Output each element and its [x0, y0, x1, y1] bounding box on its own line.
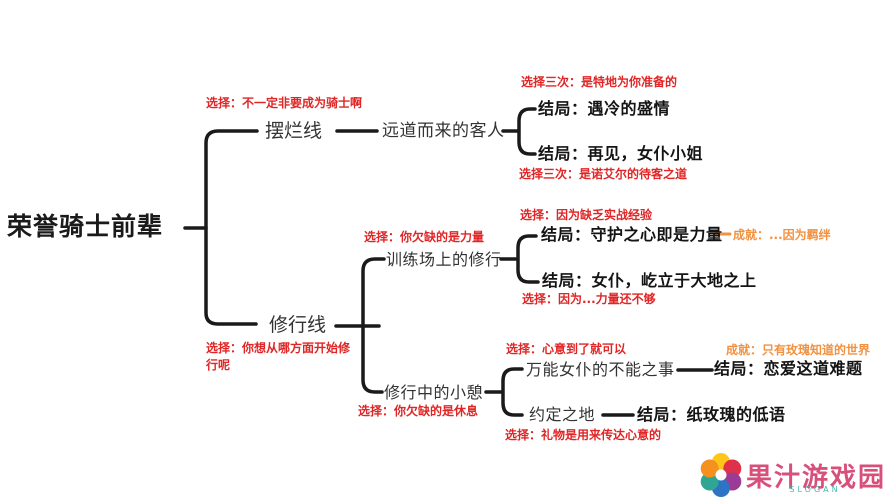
brand-name: 果汁游戏园 — [746, 463, 887, 493]
brand-slogan: SLOGAN — [789, 485, 841, 494]
choice-annotation-shouhu: 选择：因为缺乏实战经验 — [520, 208, 653, 222]
logo-flower-center — [715, 469, 727, 481]
choice-annotation-xiuxing: 选择：你想从哪方面开始修行呢 — [206, 341, 351, 372]
choice-annotation-xiaoqi: 选择：你欠缺的是休息 — [358, 404, 479, 418]
connector-bracket-xiaoqi — [501, 367, 524, 417]
logo-petal — [700, 472, 719, 491]
ending-node-yuleng: 结局：遇冷的盛情 — [538, 99, 671, 118]
choice-annotation-liwu: 选择：礼物是用来传达心意的 — [505, 428, 662, 442]
connector-trunk-main — [204, 129, 259, 326]
logo-flower-icon — [700, 453, 742, 497]
connector-bracket-xunlian — [516, 234, 540, 284]
quest-node-wanneng: 万能女仆的不能之事 — [526, 360, 675, 379]
choice-annotation-ending1: 选择三次：是特地为你准备的 — [521, 75, 678, 89]
choice-annotation-ending2: 选择三次：是诺艾尔的待客之道 — [519, 167, 688, 181]
choice-annotation-bailan: 选择：不一定非要成为骑士啊 — [206, 96, 363, 110]
quest-node-xiaoqi: 修行中的小憩 — [384, 383, 484, 402]
quest-node-xunlian: 训练场上的修行 — [386, 250, 502, 269]
ending-node-lianai: 结局：恋爱这道难题 — [714, 359, 863, 378]
achievement-annotation-jiban: 成就：...因为羁绊 — [733, 228, 831, 242]
branch-node-xiuxing: 修行线 — [269, 314, 327, 336]
ending-node-zhimeigui: 结局：纸玫瑰的低语 — [637, 405, 786, 424]
quest-node-yueding: 约定之地 — [529, 405, 596, 424]
ending-node-shouhu: 结局：守护之心即是力量 — [541, 225, 723, 244]
connector-bracket-yuandao — [517, 107, 537, 156]
ending-node-zaijian: 结局：再见，女仆小姐 — [538, 144, 704, 163]
root-node: 荣誉骑士前辈 — [7, 212, 164, 241]
quest-node-yuandao: 远道而来的客人 — [382, 121, 505, 141]
choice-annotation-xunlian: 选择：你欠缺的是力量 — [364, 230, 485, 244]
logo-petal — [723, 459, 742, 478]
ending-node-yili: 结局：女仆，屹立于大地之上 — [542, 271, 757, 290]
choice-annotation-liliang: 选择：因为...力量还不够 — [522, 292, 656, 306]
logo-petal — [700, 459, 719, 478]
achievement-annotation-meigui: 成就：只有玫瑰知道的世界 — [726, 343, 871, 357]
branch-node-bailan: 摆烂线 — [265, 120, 323, 142]
choice-annotation-xinyi: 选择：心意到了就可以 — [506, 342, 627, 356]
